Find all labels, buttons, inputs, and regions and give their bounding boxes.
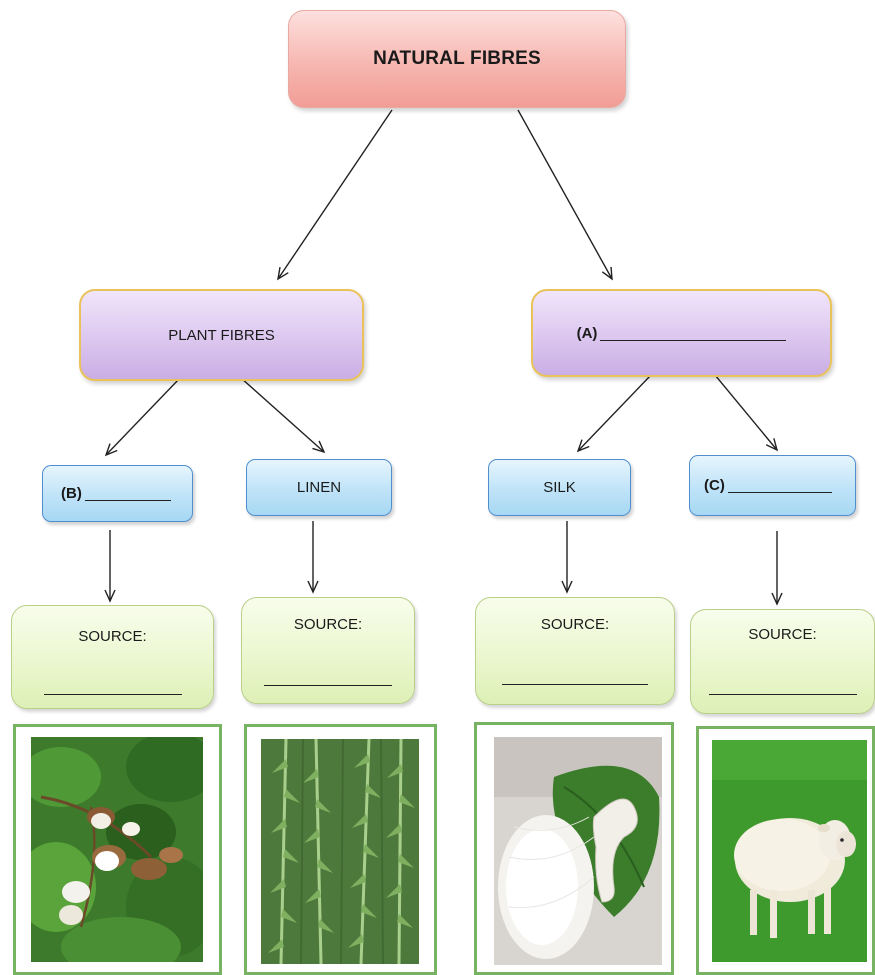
source-answer-line[interactable] xyxy=(44,694,182,695)
source-box-linen: SOURCE: xyxy=(241,597,415,704)
arrow-root-to-plant-fibres xyxy=(277,109,393,281)
linen-photo-frame xyxy=(244,724,437,975)
fibre-b-blank[interactable] xyxy=(84,486,171,501)
root-natural-fibres-box: NATURAL FIBRES xyxy=(288,10,626,108)
fibre-linen-box: LINEN xyxy=(246,459,392,516)
fibre-silk-box: SILK xyxy=(488,459,631,516)
source-label: SOURCE: xyxy=(293,616,363,633)
source-label: SOURCE: xyxy=(748,626,817,643)
source-answer-line[interactable] xyxy=(502,684,648,685)
cotton-plant-image xyxy=(31,737,203,962)
silkworm-cocoon-image xyxy=(494,737,662,965)
arrow-a-to-silk xyxy=(576,374,652,453)
arrow-root-to-category-a xyxy=(517,109,613,281)
silk-photo-frame xyxy=(474,722,674,975)
source-box-silk: SOURCE: xyxy=(475,597,675,705)
source-box-b: SOURCE: xyxy=(11,605,214,709)
fibre-b-box: (B) xyxy=(42,465,193,522)
source-label: SOURCE: xyxy=(540,616,610,633)
flax-plant-image xyxy=(261,739,419,964)
category-plant-fibres-label: PLANT FIBRES xyxy=(168,326,275,344)
category-plant-fibres-box: PLANT FIBRES xyxy=(79,289,364,381)
source-label: SOURCE: xyxy=(78,628,147,645)
root-label: NATURAL FIBRES xyxy=(373,48,541,69)
arrow-a-to-c xyxy=(714,374,779,452)
arrow-plant-to-linen xyxy=(240,377,326,454)
category-a-label: (A) xyxy=(576,324,598,342)
fibre-c-label: (C) xyxy=(704,477,725,494)
cotton-photo-frame xyxy=(13,724,222,975)
fibre-c-box: (C) xyxy=(689,455,856,516)
fibre-b-label: (B) xyxy=(61,485,82,502)
fibre-linen-label: LINEN xyxy=(296,479,342,496)
fibre-c-blank[interactable] xyxy=(727,478,832,493)
category-a-box: (A) xyxy=(531,289,832,377)
fibre-silk-label: SILK xyxy=(543,479,576,496)
source-answer-line[interactable] xyxy=(709,694,857,695)
wool-photo-frame xyxy=(696,726,875,975)
source-box-c: SOURCE: xyxy=(690,609,875,714)
sheep-image xyxy=(712,740,867,962)
category-a-blank[interactable] xyxy=(600,326,787,341)
source-answer-line[interactable] xyxy=(264,685,392,686)
arrow-plant-to-b xyxy=(104,377,181,457)
